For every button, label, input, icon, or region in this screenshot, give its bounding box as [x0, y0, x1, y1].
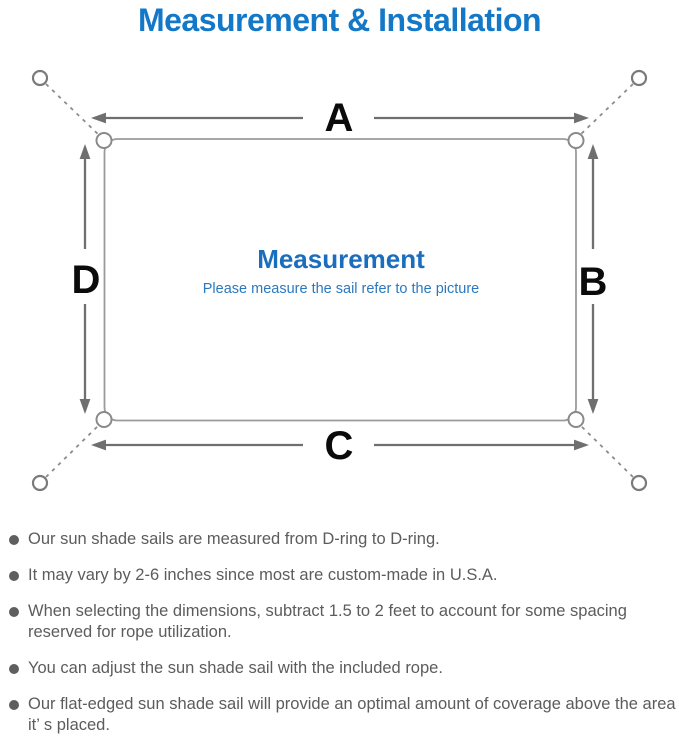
d-ring-top-left: [95, 132, 113, 149]
diagram-center-heading: Measurement: [257, 244, 425, 274]
corner-ropes: [45, 83, 634, 478]
dimension-arrows: [79, 112, 599, 451]
bullet-dot: [9, 663, 19, 674]
note-text: When selecting the dimensions, subtract …: [28, 602, 627, 641]
bullet-dot: [9, 699, 19, 710]
measurement-diagram: A B C D Measurement Please measure the s…: [31, 69, 648, 492]
rope-top-left: [45, 83, 101, 137]
diagram-center-subheading: Please measure the sail refer to the pic…: [203, 281, 479, 297]
note-text: You can adjust the sun shade sail with t…: [28, 659, 443, 677]
dimension-label-a: A: [325, 96, 354, 140]
note-text: It may vary by 2-6 inches since most are…: [28, 566, 498, 584]
anchor-circle-top-left: [31, 69, 49, 87]
note-item-5: Our flat-edged sun shade sail will provi…: [0, 694, 677, 736]
rope-bottom-right: [578, 423, 634, 478]
dimension-label-c: C: [325, 424, 354, 468]
anchor-circle-top-right: [630, 69, 648, 87]
dimension-label-b: B: [579, 260, 608, 304]
rope-top-right: [578, 83, 634, 137]
notes-list: Our sun shade sails are measured from D-…: [0, 529, 679, 739]
page-title: Measurement & Installation: [137, 2, 542, 38]
anchor-circle-bottom-right: [630, 474, 648, 492]
anchor-circle-bottom-left: [31, 474, 49, 492]
bullet-dot: [9, 606, 19, 617]
note-item-2: It may vary by 2-6 inches since most are…: [0, 565, 677, 586]
d-ring-bottom-right: [567, 411, 585, 428]
bullet-dot: [9, 534, 19, 545]
note-item-1: Our sun shade sails are measured from D-…: [0, 529, 677, 550]
note-text: Our flat-edged sun shade sail will provi…: [28, 695, 676, 734]
sail-outline: [103, 138, 577, 422]
bullet-dot: [9, 570, 19, 581]
d-ring-bottom-left: [95, 411, 113, 428]
note-item-4: You can adjust the sun shade sail with t…: [0, 658, 677, 679]
note-text: Our sun shade sails are measured from D-…: [28, 530, 440, 548]
d-ring-top-right: [567, 132, 585, 149]
dimension-label-d: D: [72, 258, 101, 302]
rope-bottom-left: [45, 423, 101, 478]
note-item-3: When selecting the dimensions, subtract …: [0, 601, 677, 643]
d-rings: [95, 132, 585, 428]
anchor-points: [31, 69, 648, 492]
